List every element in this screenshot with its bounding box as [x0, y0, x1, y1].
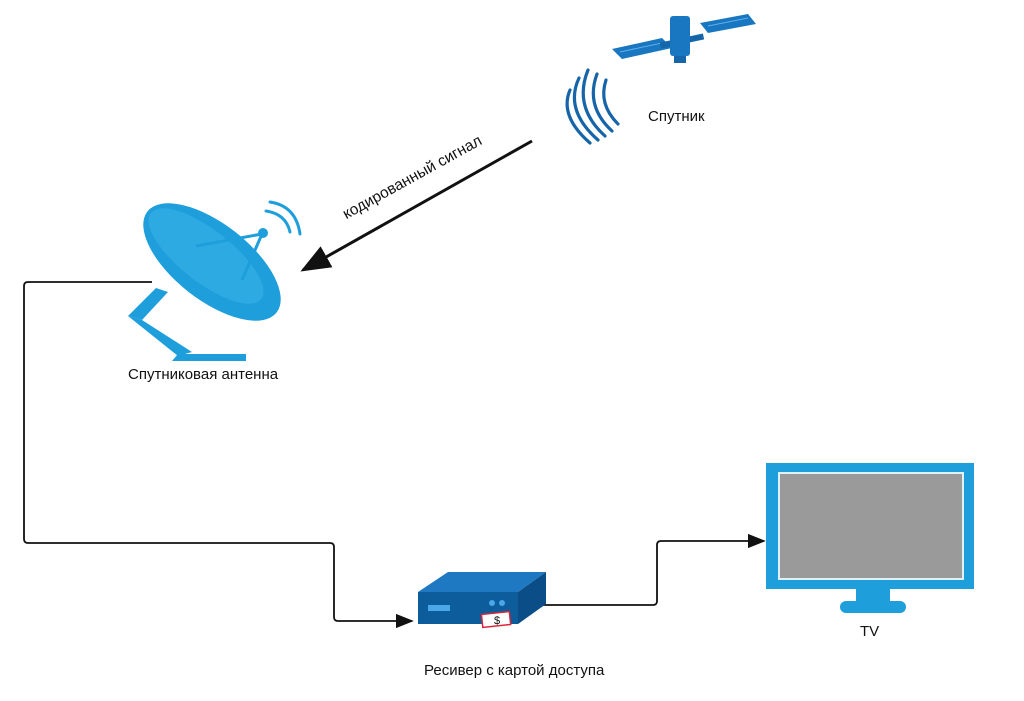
tv-icon [766, 463, 974, 613]
tv-label: TV [860, 623, 880, 640]
access-card-icon: $ [480, 610, 512, 629]
connector-dish-to-receiver [23, 281, 414, 629]
satellite-icon [612, 14, 756, 63]
svg-text:$: $ [494, 615, 500, 627]
connector-receiver-to-tv [540, 533, 766, 606]
receiver-label: Ресивер с картой доступа [424, 662, 605, 679]
satellite-label: Спутник [648, 108, 705, 125]
dish-label: Спутниковая антенна [128, 366, 279, 383]
signal-waves-icon [565, 68, 620, 145]
satellite-dish-icon [128, 200, 302, 361]
signal-arrow [300, 139, 533, 272]
